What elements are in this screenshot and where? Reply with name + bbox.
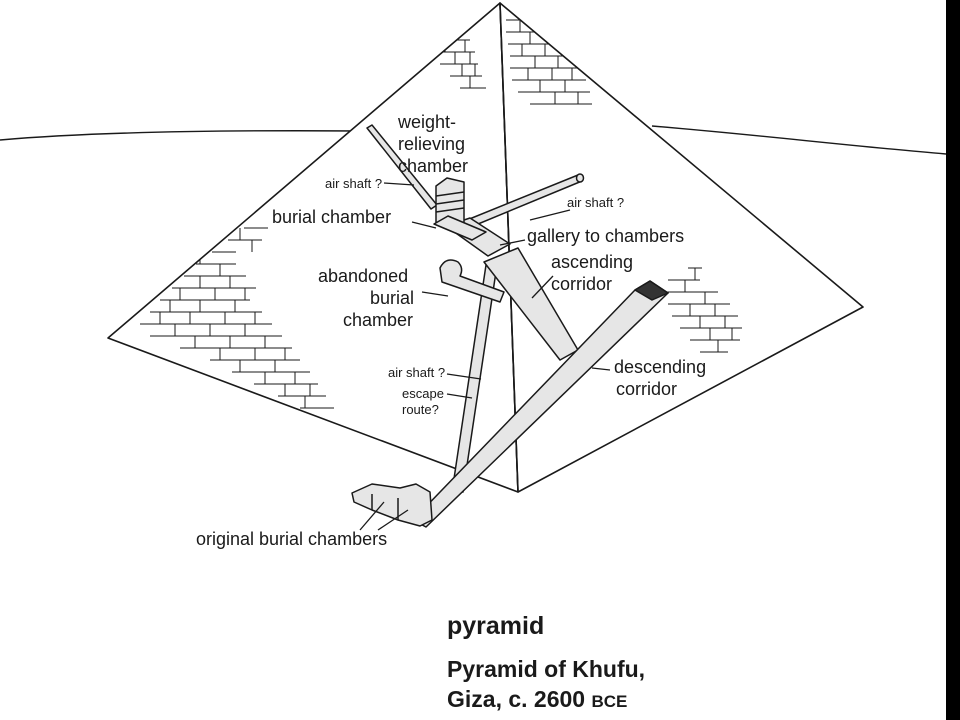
label-escape-route: route?: [402, 402, 439, 417]
label-weight-relieving: chamber: [398, 156, 468, 176]
label-original-burial-chambers: original burial chambers: [196, 529, 387, 549]
glossary-term: pyramid: [447, 612, 545, 640]
descending-corridor-entrance: [634, 280, 669, 301]
label-weight-relieving: relieving: [398, 134, 465, 154]
figure-title-line1: Pyramid of Khufu,: [447, 656, 646, 682]
burial-chamber-shape: [433, 215, 487, 241]
label-air-shaft-upper-right: air shaft ?: [567, 195, 624, 210]
label-burial-chamber: burial chamber: [272, 207, 391, 227]
figure-title-era: BCE: [591, 692, 628, 711]
label-descending-corridor: descending: [614, 357, 706, 377]
label-air-shaft-upper-left: air shaft ?: [325, 176, 382, 191]
abandoned-chamber-shape: [439, 259, 505, 303]
horizon-line: [0, 130, 365, 141]
air-shaft-upper-right-end: [575, 173, 585, 183]
label-ascending-corridor: corridor: [551, 274, 612, 294]
interior-passages: [351, 124, 669, 528]
figure-title-line2: Giza, c. 2600 BCE: [447, 686, 627, 713]
pyramid-right-face: [499, 2, 864, 493]
label-air-shaft-lower: air shaft ?: [388, 365, 445, 380]
label-abandoned-burial-chamber: chamber: [343, 310, 413, 330]
leader-lines: [359, 182, 611, 531]
label-abandoned-burial-chamber: abandoned: [318, 266, 408, 286]
figure-title-line2-main: Giza, c. 2600: [447, 686, 592, 712]
label-descending-corridor: corridor: [616, 379, 677, 399]
pyramid-front-edge: [499, 2, 519, 493]
label-escape-route: escape: [402, 386, 444, 401]
label-weight-relieving: weight-: [397, 112, 456, 132]
label-ascending-corridor: ascending: [551, 252, 633, 272]
horizon-line-right: [651, 125, 946, 155]
label-abandoned-burial-chamber: burial: [370, 288, 414, 308]
original-burial-chambers-shape: [351, 483, 433, 527]
stone-texture-left: [140, 39, 486, 409]
label-gallery-to-chambers: gallery to chambers: [527, 226, 684, 246]
